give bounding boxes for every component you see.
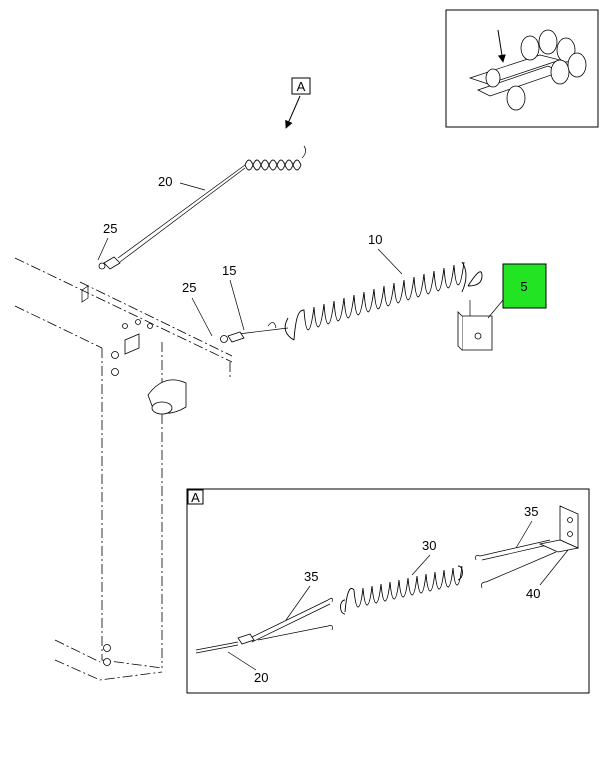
detail-callout-35-right: 35 — [524, 504, 538, 519]
callout-15: 15 — [222, 263, 236, 278]
detail-a-inset: A — [186, 488, 590, 694]
detail-callout-35-left: 35 — [304, 569, 318, 584]
detail-bracket-40 — [538, 505, 580, 553]
locator-inset — [445, 9, 599, 128]
view-a-marker-label: A — [297, 79, 306, 94]
callout-20: 20 — [158, 174, 172, 189]
bracket-5 — [457, 300, 493, 351]
hook-15 — [220, 322, 289, 343]
truck-wheels — [485, 29, 587, 111]
callout-25-lower: 25 — [182, 280, 196, 295]
detail-callout-30: 30 — [422, 538, 436, 553]
upper-spring-assembly — [98, 145, 306, 270]
panel-bolts — [103, 319, 153, 666]
cab-panel — [14, 257, 233, 681]
detail-callout-20: 20 — [254, 670, 268, 685]
callout-5[interactable]: 5 — [520, 279, 527, 294]
detail-spring-30 — [340, 565, 463, 615]
main-spring-10 — [284, 261, 483, 341]
callout-5-highlight[interactable] — [502, 263, 547, 309]
detail-a-label: A — [191, 490, 200, 505]
view-a-marker: A — [285, 77, 311, 129]
callout-10: 10 — [368, 232, 382, 247]
detail-hook-35-right — [475, 539, 557, 589]
detail-hook-35-left — [195, 598, 333, 654]
detail-callout-40: 40 — [526, 586, 540, 601]
callout-25-upper: 25 — [103, 221, 117, 236]
